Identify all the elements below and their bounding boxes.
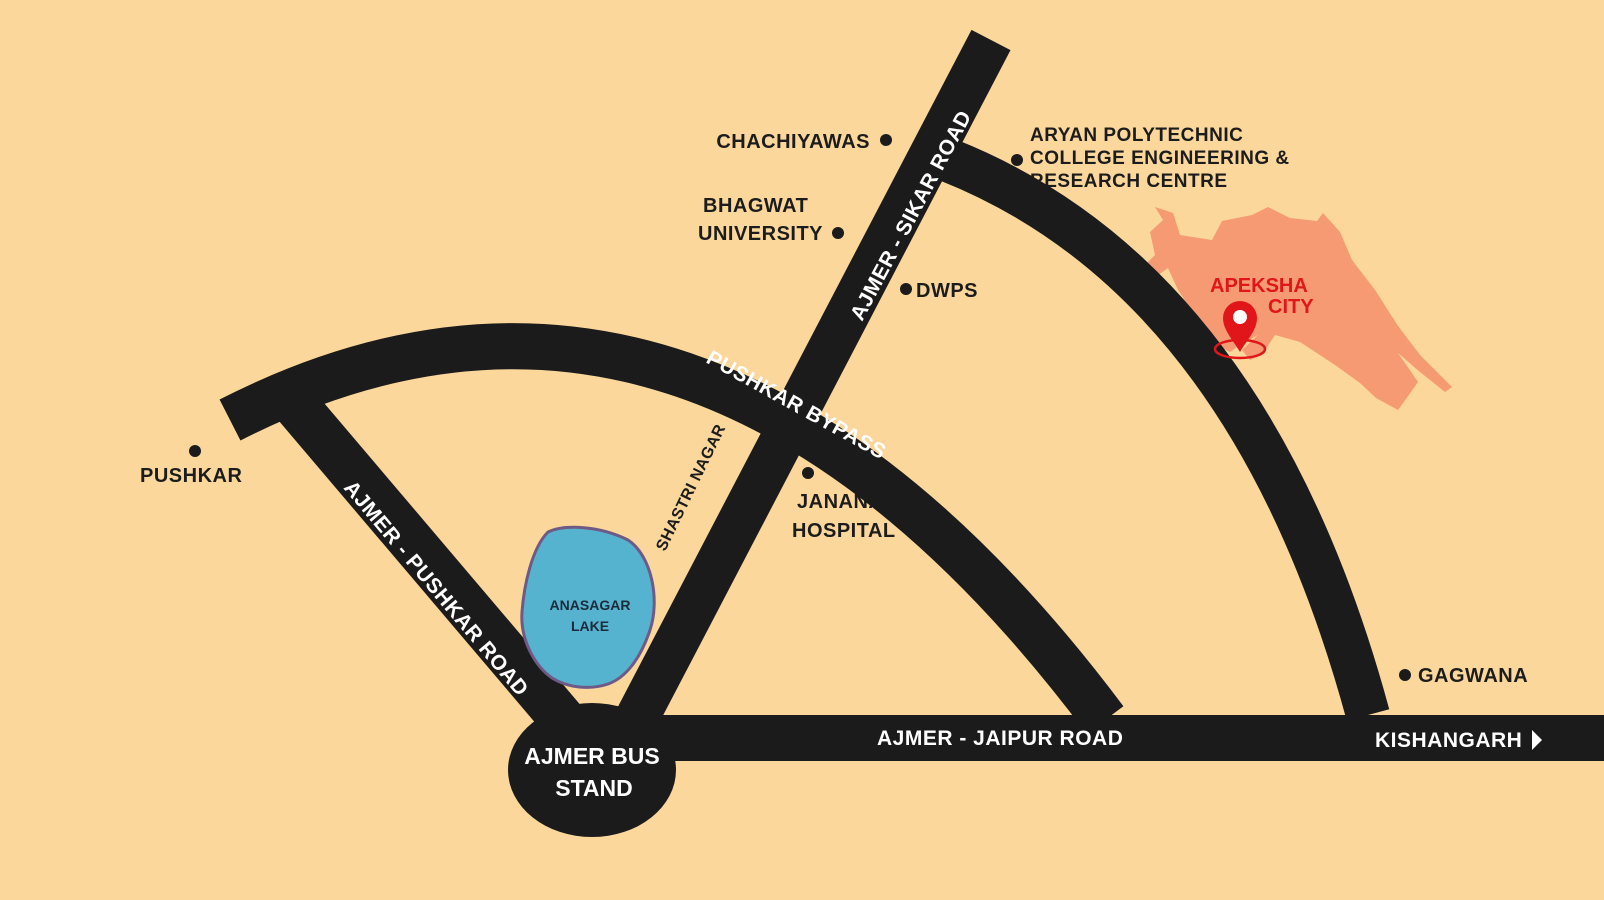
jaipur-road-label: AJMER - JAIPUR ROAD [877,727,1123,750]
pushkar-bypass-road [219,323,1124,734]
apeksha-city-area [1140,207,1452,410]
anasagar-lake [520,525,656,689]
janana-label-line2: HOSPITAL [792,520,896,542]
janana-hospital-dot [802,467,814,479]
dwps-dot [900,283,912,295]
ajmer-pushkar-road [275,387,598,755]
bus-stand-label-line1: AJMER BUS [524,743,659,769]
aryan-label-line1: ARYAN POLYTECHNIC [1030,125,1243,146]
chachiyawas-dot [880,134,892,146]
janana-label-line1: JANANA [797,491,883,513]
bhagwat-label-line2: UNIVERSITY [698,223,823,245]
bhagwat-label-line1: BHAGWAT [703,195,808,217]
lake-label-line1: ANASAGAR [550,597,631,613]
kishangarh-arrow-icon [1532,730,1542,750]
gagwana-dot [1399,669,1411,681]
dwps-label: DWPS [916,280,978,302]
ajmer-sikar-road [608,29,1011,746]
ajmer-bus-stand [508,703,676,837]
pushkar-label: PUSHKAR [140,465,242,487]
apeksha-label-line1: APEKSHA [1210,275,1308,297]
pushkar-dot [189,445,201,457]
location-pin-icon [1223,301,1257,352]
chachiyawas-label: CHACHIYAWAS [716,131,870,153]
gagwana-label: GAGWANA [1418,665,1528,687]
bus-stand-label-line2: STAND [555,775,633,801]
kishangarh-label: KISHANGARH [1375,729,1522,752]
bhagwat-university-dot [832,227,844,239]
aryan-college-dot [1011,154,1023,166]
aryan-label-line3: RESEARCH CENTRE [1030,171,1228,192]
apeksha-label-line2: CITY [1268,296,1314,318]
lake-label-line2: LAKE [571,618,609,634]
outer-arc-road [939,139,1390,721]
aryan-label-line2: COLLEGE ENGINEERING & [1030,148,1290,169]
